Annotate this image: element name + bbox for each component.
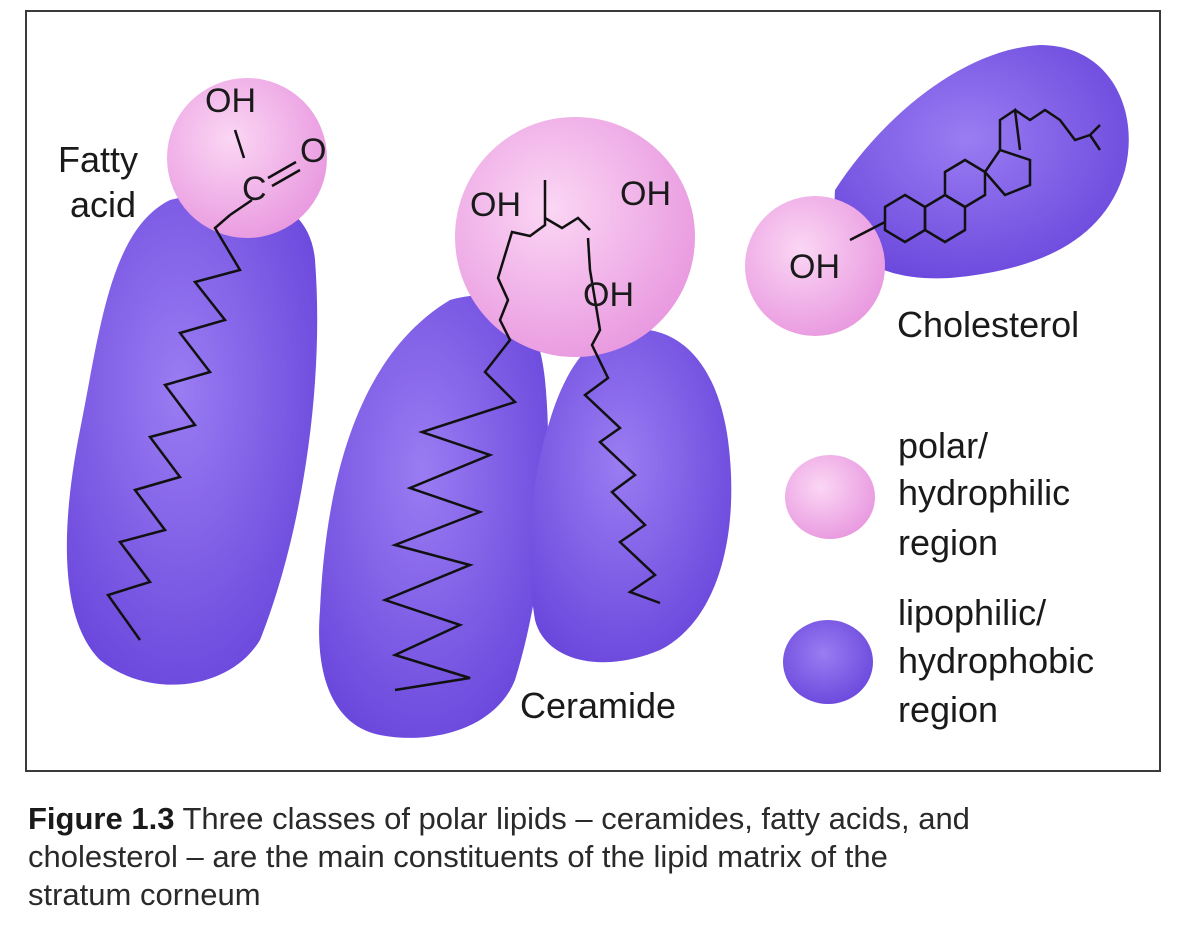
- ceramide-tail-region-left: [319, 295, 549, 738]
- ceramide-oh-bottom-label: OH: [583, 276, 634, 314]
- legend-lipophilic-line-3: region: [898, 689, 998, 730]
- fatty-acid-title: Fatty acid: [58, 139, 148, 225]
- fatty-acid-oh-bond: [233, 129, 246, 159]
- figure-caption: Figure 1.3 Three classes of polar lipids…: [28, 800, 1158, 914]
- ceramide-chain-right: [583, 237, 661, 605]
- caption-line-1-text: Three classes of polar lipids – ceramide…: [182, 801, 970, 836]
- legend-polar-line-2: hydrophilic: [898, 472, 1070, 513]
- fatty-acid-tail-region: [66, 192, 318, 685]
- ceramide-oh-right-label: OH: [620, 175, 671, 213]
- fatty-acid-head-region: [167, 78, 327, 238]
- cholesterol-tail-region: [834, 45, 1129, 279]
- ceramide-chain-left: [381, 180, 547, 692]
- legend-polar-line-1: polar/: [898, 425, 988, 466]
- legend-lipophilic-swatch: [783, 620, 873, 704]
- steroid-ring-structure: [849, 107, 1102, 244]
- legend-lipophilic-line-2: hydrophobic: [898, 640, 1094, 681]
- ceramide-tail-region-right: [530, 328, 732, 663]
- cholesterol-head-region: [745, 196, 885, 336]
- cholesterol-oh-label: OH: [789, 248, 840, 286]
- caption-line-2: cholesterol – are the main constituents …: [28, 839, 888, 874]
- ceramide-branch: [544, 216, 591, 231]
- legend-polar-text: polar/ hydrophilic region: [898, 425, 1080, 563]
- fatty-acid-title-line-1: Fatty: [58, 139, 138, 180]
- fatty-acid-molecule: OH C O Fatty acid: [58, 78, 327, 685]
- fatty-acid-c-label: C: [242, 170, 267, 208]
- fatty-acid-co-bond-a: [267, 160, 297, 180]
- legend-polar-line-3: region: [898, 522, 998, 563]
- fatty-acid-chain: [105, 214, 242, 641]
- legend-lipophilic-text: lipophilic/ hydrophobic region: [898, 592, 1104, 730]
- fatty-acid-c-chain-bond: [229, 198, 253, 217]
- fatty-acid-o-label: O: [300, 132, 326, 170]
- ceramide-title: Ceramide: [520, 685, 676, 726]
- fatty-acid-co-bond-b: [271, 168, 301, 188]
- fatty-acid-oh-label: OH: [205, 82, 256, 120]
- ceramide-oh-left-label: OH: [470, 186, 521, 224]
- legend-lipophilic-line-1: lipophilic/: [898, 592, 1046, 633]
- cholesterol-title: Cholesterol: [897, 304, 1079, 345]
- ceramide-head-region: [455, 117, 695, 357]
- caption-figure-label: Figure 1.3: [28, 801, 175, 836]
- lipid-diagram: OH C O Fatty acid OH OH OH Ceramide: [58, 45, 1129, 738]
- ceramide-molecule: OH OH OH Ceramide: [319, 117, 732, 738]
- legend-polar-swatch: [785, 455, 875, 539]
- cholesterol-molecule: OH Cholesterol: [745, 45, 1129, 345]
- caption-line-3: stratum corneum: [28, 877, 261, 912]
- caption-line-1: Figure 1.3 Three classes of polar lipids…: [28, 800, 1158, 838]
- fatty-acid-title-line-2: acid: [70, 184, 136, 225]
- legend: polar/ hydrophilic region lipophilic/ hy…: [783, 425, 1104, 730]
